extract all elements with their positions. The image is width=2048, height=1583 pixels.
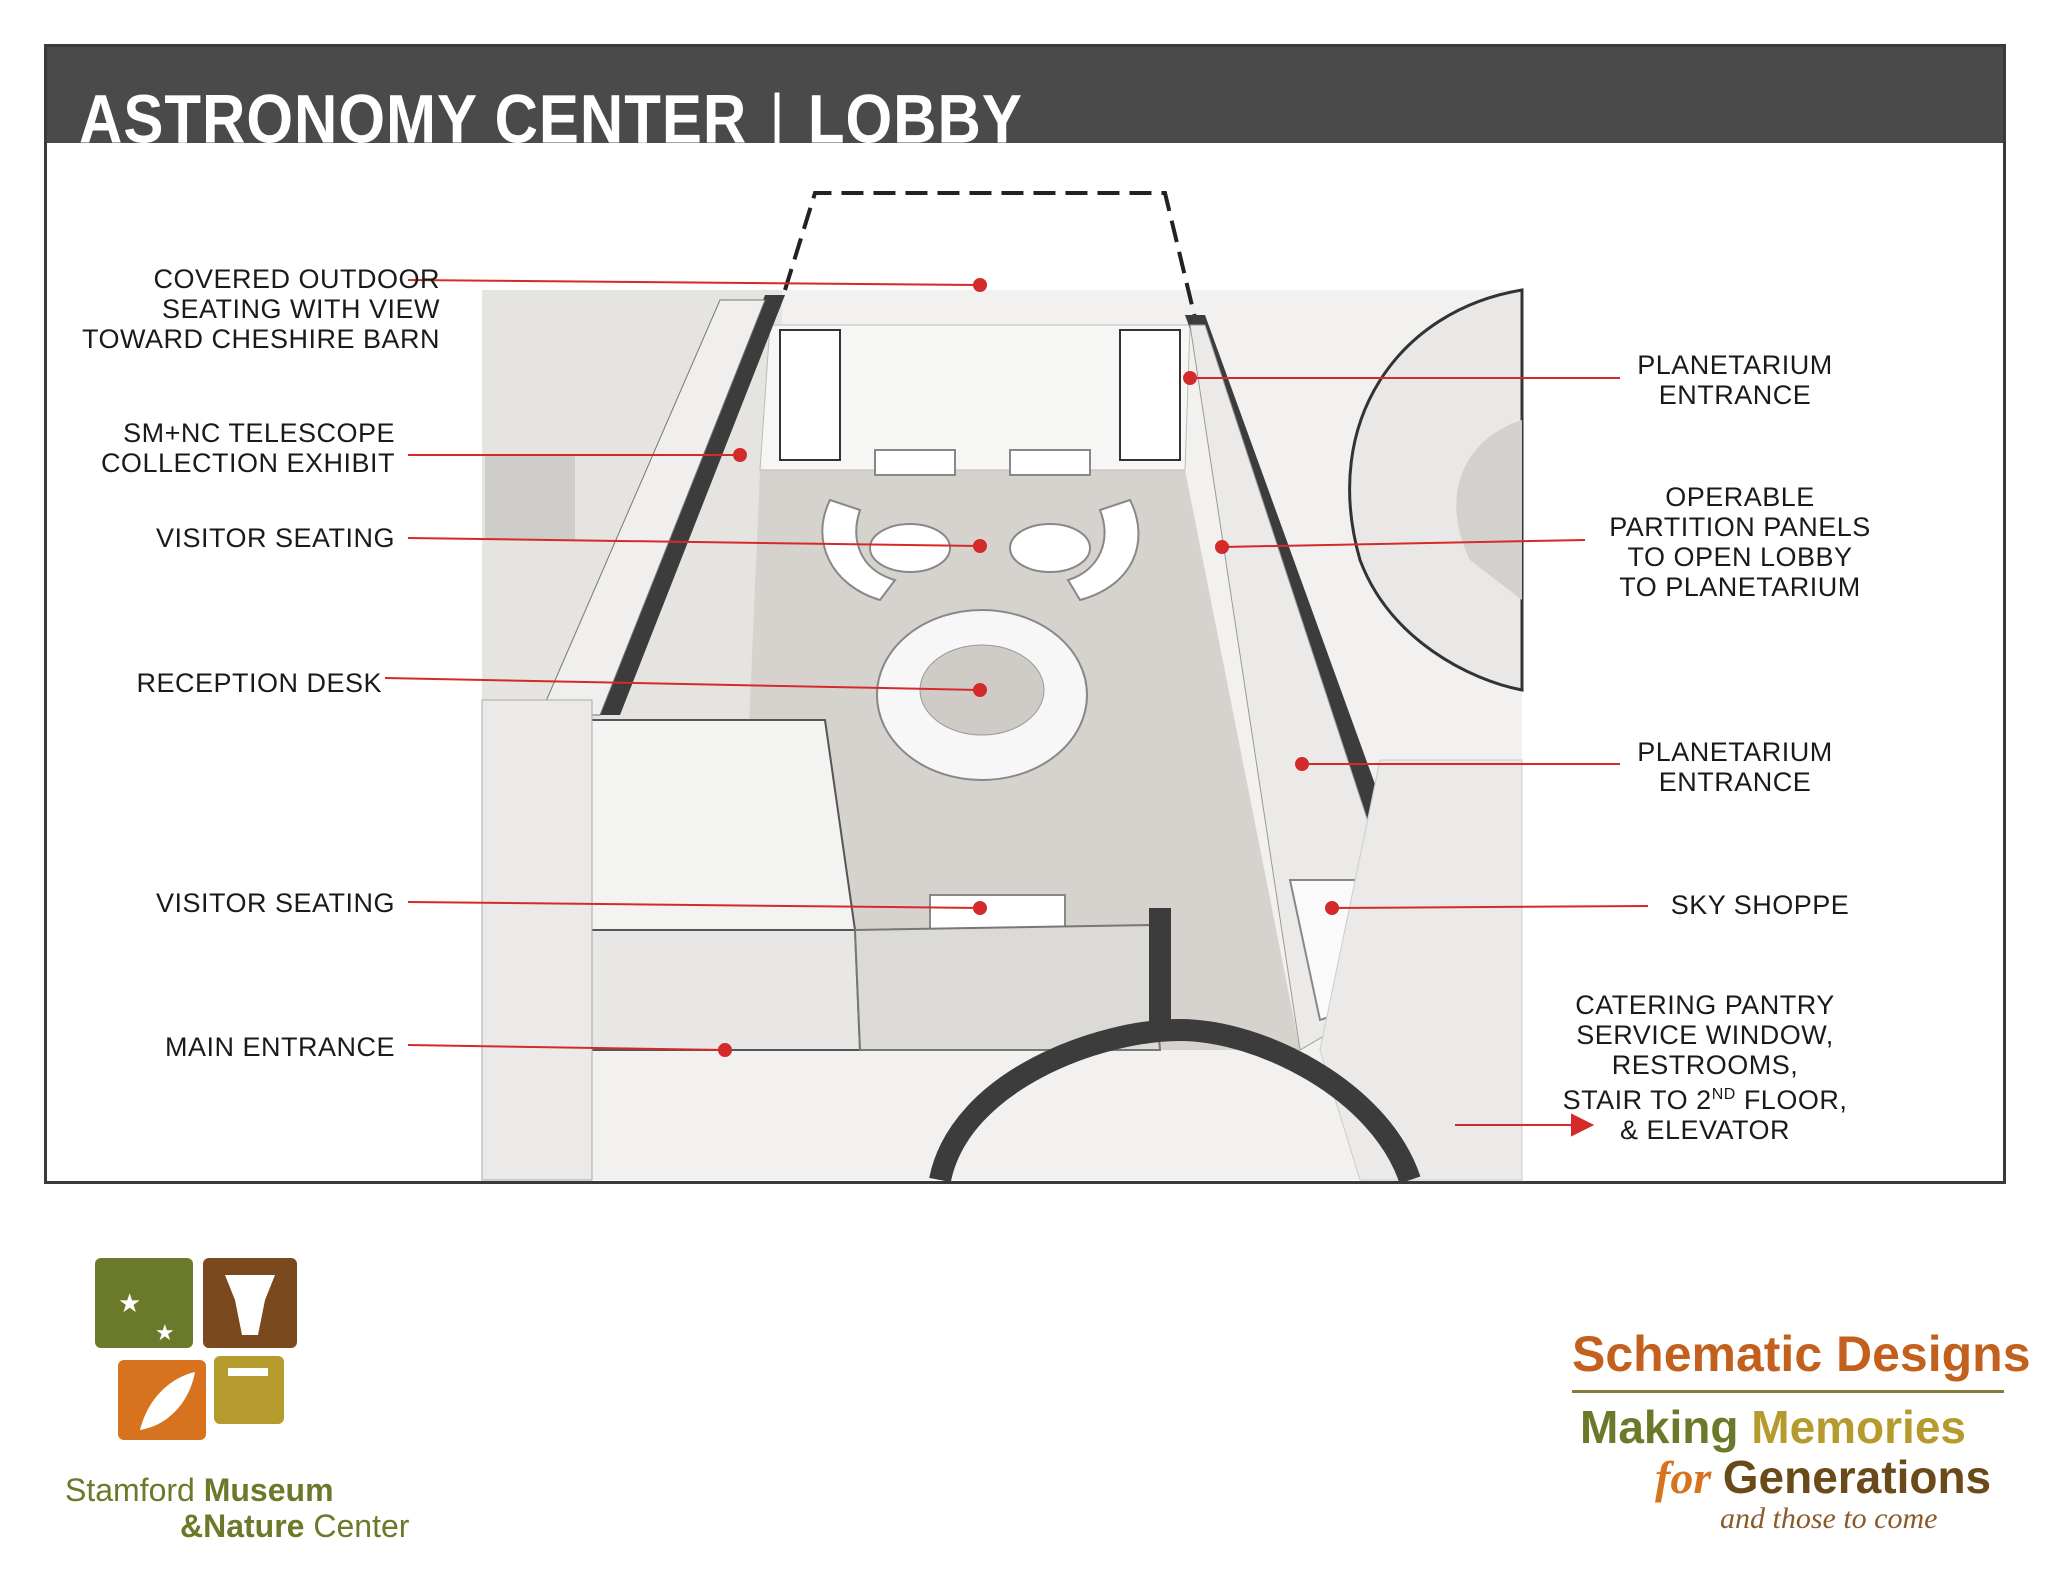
catering-line-4-a: STAIR TO 2: [1562, 1085, 1712, 1115]
leader-dot-reception-desk: [973, 683, 987, 697]
leaf-icon: [140, 1372, 195, 1430]
label-reception-desk: RECEPTION DESK: [136, 668, 382, 698]
label-covered-outdoor-seating: COVERED OUTDOOR SEATING WITH VIEW TOWARD…: [81, 264, 440, 354]
leader-dot-main-entrance: [718, 1043, 732, 1057]
catering-line-4-sup: ND: [1711, 1086, 1736, 1103]
schematic-designs-title: Schematic Designs: [1572, 1326, 2031, 1382]
logo-tile-stars: [95, 1258, 193, 1348]
star-icon: ★: [118, 1289, 141, 1319]
logo-name-bold-1: Museum: [203, 1472, 334, 1508]
left-wall: [600, 295, 785, 715]
label-main-entrance: MAIN ENTRANCE: [164, 1032, 395, 1062]
main-entrance-vestibule: [559, 719, 857, 931]
leader-sky-shoppe: [1331, 905, 1649, 909]
main-entrance-glass: [558, 929, 862, 1051]
branding-for-generations: for Generations: [1655, 1450, 1991, 1504]
logo-name-regular-2: Center: [304, 1508, 410, 1544]
left-building: [481, 699, 593, 1181]
catering-line-1: CATERING PANTRY: [1575, 990, 1835, 1020]
logo-name-regular-1: Stamford: [65, 1472, 204, 1508]
bench-back-left: [874, 449, 956, 476]
header-bar: ASTRONOMY CENTER|LOBBY: [47, 47, 2003, 153]
visitor-seating-upper-right: [1066, 498, 1140, 602]
planetarium-seating: [1456, 420, 1522, 600]
coffee-table-left: [869, 523, 951, 573]
leader-dot-visitor-seating-2: [973, 901, 987, 915]
cow-icon: [225, 1275, 275, 1335]
planetarium-dome: [1348, 288, 1524, 692]
leader-dot-planetarium-entrance-2: [1295, 757, 1309, 771]
label-planetarium-entrance-2: PLANETARIUM ENTRANCE: [1637, 737, 1833, 797]
title-separator: |: [769, 80, 786, 158]
branding-generations: Generations: [1722, 1451, 1992, 1503]
title-left: ASTRONOMY CENTER: [79, 80, 748, 158]
logo-name-line-2: &Nature Center: [180, 1508, 409, 1545]
catering-area: [1319, 759, 1523, 1181]
catering-line-5: & ELEVATOR: [1619, 1115, 1791, 1145]
branding-divider: [1572, 1390, 2004, 1393]
leader-reception-desk: [384, 677, 981, 691]
outdoor-paving: [485, 455, 575, 540]
back-wall: [759, 324, 1191, 471]
leader-covered-seating: [407, 279, 981, 286]
label-visitor-seating-2: VISITOR SEATING: [155, 888, 395, 918]
left-glass-wall: [539, 299, 766, 716]
title-right: LOBBY: [807, 80, 1023, 158]
leader-dot-planetarium-entrance-1: [1183, 371, 1197, 385]
catering-line-4: STAIR TO 2ND FLOOR,: [1520, 1080, 1890, 1115]
branding-making: Making: [1580, 1401, 1752, 1453]
catering-line-4-b: FLOOR,: [1735, 1085, 1848, 1115]
logo-name-line-1: Stamford Museum: [65, 1472, 334, 1509]
label-telescope-exhibit: SM+NC TELESCOPE COLLECTION EXHIBIT: [100, 418, 395, 478]
page-title: ASTRONOMY CENTER | LOBBY: [79, 80, 1023, 158]
catering-line-3: RESTROOMS,: [1611, 1050, 1799, 1080]
catering-line-2: SERVICE WINDOW,: [1576, 1020, 1834, 1050]
branding-tagline: and those to come: [1720, 1502, 1938, 1535]
label-planetarium-entrance-1: PLANETARIUM ENTRANCE: [1637, 350, 1833, 410]
label-sky-shoppe: SKY SHOPPE: [1670, 890, 1850, 920]
bench-back-right: [1009, 449, 1091, 476]
window-right: [1119, 329, 1181, 461]
leader-dot-visitor-seating-1: [973, 539, 987, 553]
covered-seating-outline: [783, 191, 1197, 319]
logo-name-bold-2: &Nature: [180, 1508, 305, 1544]
leader-main-entrance: [407, 1044, 726, 1051]
leader-dot-telescope-exhibit: [733, 448, 747, 462]
pages-icon: [228, 1368, 268, 1376]
leader-partition-panels: [1221, 539, 1586, 548]
leader-visitor-seating-2: [407, 901, 981, 909]
museum-logo-mark: ★ ★: [95, 1258, 297, 1440]
leader-dot-covered-seating: [973, 278, 987, 292]
leader-visitor-seating-1: [407, 537, 981, 547]
coffee-table-right: [1009, 523, 1091, 573]
window-left: [779, 329, 841, 461]
leader-dot-sky-shoppe: [1325, 901, 1339, 915]
label-catering-pantry: CATERING PANTRY SERVICE WINDOW, RESTROOM…: [1520, 990, 1890, 1145]
arrow-catering: [1571, 1113, 1595, 1137]
stair-circle: [929, 1018, 1421, 1184]
front-glass-wall: [853, 923, 1162, 1051]
label-partition-panels: OPERABLE PARTITION PANELS TO OPEN LOBBY …: [1609, 482, 1871, 602]
label-visitor-seating-1: VISITOR SEATING: [155, 523, 395, 553]
star-small-icon: ★: [155, 1321, 175, 1346]
branding-making-memories: Making Memories: [1580, 1400, 1966, 1454]
branding-for: for: [1655, 1452, 1723, 1503]
logo-tile-pages: [214, 1356, 284, 1424]
leader-dot-partition-panels: [1215, 540, 1229, 554]
visitor-seating-upper-left: [821, 498, 897, 602]
branding-memories: Memories: [1751, 1401, 1966, 1453]
